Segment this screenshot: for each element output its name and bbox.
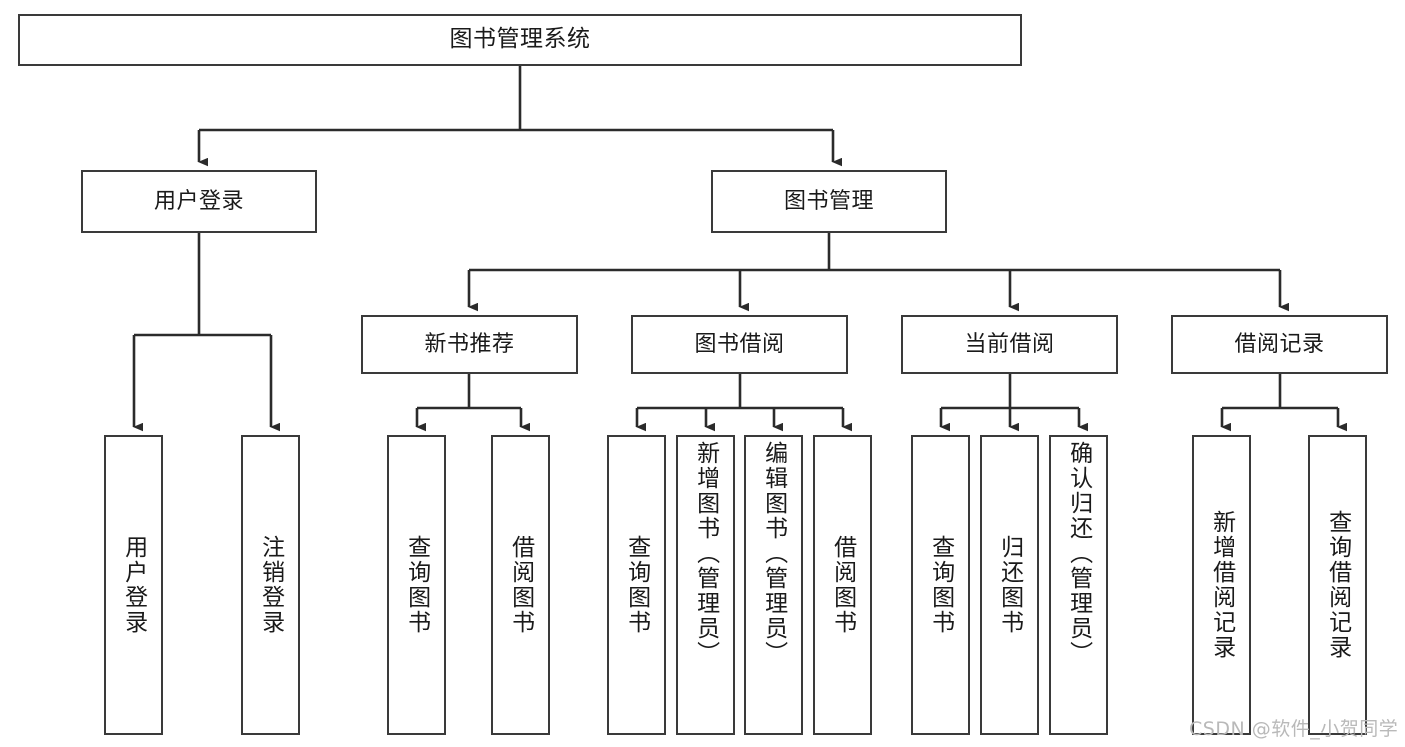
node-borrow-record[interactable]: 借阅记录: [1171, 315, 1388, 374]
node-user-login[interactable]: 用户登录: [81, 170, 317, 233]
leaf-query-books-recommend[interactable]: 查询图书: [387, 435, 446, 735]
node-label: 编辑图书（管理员）: [760, 441, 787, 666]
node-label: 用户登录: [153, 188, 244, 214]
node-label: 当前借阅: [964, 331, 1055, 357]
node-label: 借阅图书: [829, 535, 856, 635]
node-book-management[interactable]: 图书管理: [711, 170, 947, 233]
node-book-borrow[interactable]: 图书借阅: [631, 315, 848, 374]
node-label: 查询图书: [403, 535, 430, 635]
node-label: 图书管理: [783, 188, 874, 214]
node-label: 查询借阅记录: [1324, 510, 1351, 660]
node-label: 归还图书: [996, 535, 1023, 635]
leaf-query-borrow-record[interactable]: 查询借阅记录: [1308, 435, 1367, 735]
leaf-add-book-admin[interactable]: 新增图书（管理员）: [676, 435, 735, 735]
leaf-borrow-books-recommend[interactable]: 借阅图书: [491, 435, 550, 735]
node-label: 借阅图书: [507, 535, 534, 635]
node-label: 新书推荐: [424, 331, 515, 357]
node-root-system[interactable]: 图书管理系统: [18, 14, 1022, 66]
leaf-edit-book-admin[interactable]: 编辑图书（管理员）: [744, 435, 803, 735]
csdn-watermark: CSDN @软件_小贺同学: [1189, 718, 1399, 740]
node-label: 确认归还（管理员）: [1065, 441, 1092, 666]
node-label: 查询图书: [623, 535, 650, 635]
leaf-user-logout[interactable]: 注销登录: [241, 435, 300, 735]
node-current-borrow[interactable]: 当前借阅: [901, 315, 1118, 374]
node-label: 用户登录: [120, 535, 147, 635]
leaf-confirm-return-admin[interactable]: 确认归还（管理员）: [1049, 435, 1108, 735]
leaf-query-books-borrow[interactable]: 查询图书: [607, 435, 666, 735]
leaf-user-login[interactable]: 用户登录: [104, 435, 163, 735]
node-label: 新增借阅记录: [1208, 510, 1235, 660]
node-label: 图书借阅: [694, 331, 785, 357]
node-label: 新增图书（管理员）: [692, 441, 719, 666]
node-new-book-recommend[interactable]: 新书推荐: [361, 315, 578, 374]
node-label: 借阅记录: [1234, 331, 1325, 357]
leaf-return-books[interactable]: 归还图书: [980, 435, 1039, 735]
node-label: 注销登录: [257, 535, 284, 635]
leaf-query-books-current[interactable]: 查询图书: [911, 435, 970, 735]
node-label: 查询图书: [927, 535, 954, 635]
node-label: 图书管理系统: [449, 26, 591, 53]
leaf-add-borrow-record[interactable]: 新增借阅记录: [1192, 435, 1251, 735]
leaf-borrow-books[interactable]: 借阅图书: [813, 435, 872, 735]
